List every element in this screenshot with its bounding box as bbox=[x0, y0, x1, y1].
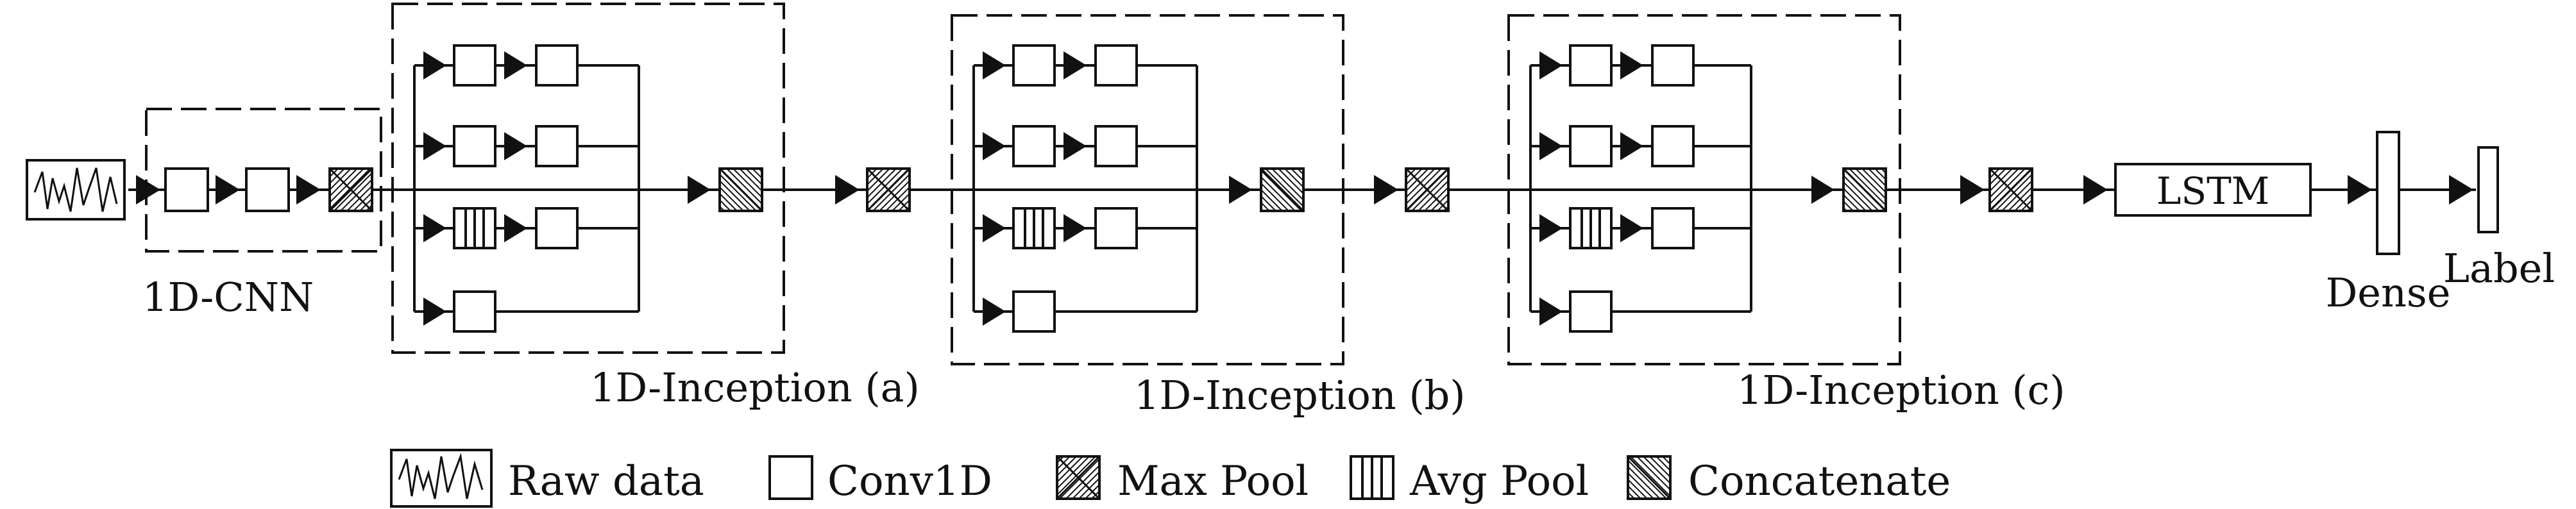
conv1d-block bbox=[1094, 207, 1138, 249]
conv1d-block bbox=[453, 44, 496, 87]
arrow-icon bbox=[1063, 132, 1087, 160]
maxpool-after-c bbox=[1960, 167, 2033, 212]
arrow-icon bbox=[1063, 51, 1087, 79]
arrow-icon bbox=[983, 297, 1006, 326]
inception-dashed-frame bbox=[391, 3, 785, 354]
legend-raw-data-icon bbox=[390, 449, 493, 508]
conv1d-block bbox=[1094, 44, 1138, 87]
conv1d-block bbox=[453, 125, 496, 167]
raw-data-icon bbox=[26, 159, 126, 221]
conv1d-block bbox=[535, 125, 579, 167]
legend-concatenate-icon bbox=[1627, 455, 1672, 500]
avg-pool-block bbox=[1012, 207, 1056, 249]
conv1d-block bbox=[1651, 125, 1695, 167]
arrow-icon bbox=[1620, 51, 1643, 79]
arrow-icon bbox=[136, 175, 160, 204]
conv1d-block bbox=[453, 290, 496, 333]
inception-module-c: 1D-Inception (c) bbox=[1507, 14, 2065, 413]
arrow-icon bbox=[1620, 214, 1643, 242]
arrow-icon bbox=[1620, 132, 1643, 160]
maxpool-between-a-b bbox=[835, 167, 911, 212]
arrow-icon bbox=[1374, 175, 1398, 204]
inception-label-b: 1D-Inception (b) bbox=[1134, 372, 1466, 419]
arrow-icon bbox=[2083, 175, 2108, 204]
cnn-conv1d-1 bbox=[164, 167, 209, 212]
arrow-icon bbox=[1539, 297, 1563, 326]
arrow-icon bbox=[688, 176, 711, 204]
conv1d-block bbox=[535, 207, 579, 249]
dense-label: Dense bbox=[2326, 269, 2451, 316]
cnn-block bbox=[136, 108, 382, 253]
arrow-icon bbox=[1229, 176, 1252, 204]
conv1d-block bbox=[535, 44, 579, 87]
arrow-icon bbox=[423, 297, 446, 326]
arrow-icon bbox=[1539, 132, 1563, 160]
lstm-label: LSTM bbox=[2157, 169, 2269, 213]
arrow-icon bbox=[504, 51, 527, 79]
label-output-label: Label bbox=[2443, 245, 2555, 292]
avg-pool-block bbox=[453, 207, 496, 249]
arrow-icon bbox=[983, 51, 1006, 79]
arrow-icon bbox=[296, 175, 321, 204]
conv1d-block bbox=[1569, 125, 1613, 167]
cnn-conv1d-2 bbox=[245, 167, 290, 212]
conv1d-block bbox=[1012, 125, 1056, 167]
arrow-icon bbox=[216, 175, 240, 204]
conv1d-block bbox=[1651, 44, 1695, 87]
avg-pool-block bbox=[1569, 207, 1613, 249]
arrow-icon bbox=[983, 132, 1006, 160]
legend-conv1d-label: Conv1D bbox=[827, 458, 992, 505]
arrow-icon bbox=[504, 214, 527, 242]
arrow-icon bbox=[504, 132, 527, 160]
arrow-icon bbox=[1811, 176, 1835, 204]
arrow-icon bbox=[1960, 175, 1985, 204]
arrow-icon bbox=[1063, 214, 1087, 242]
dense-layer bbox=[2376, 131, 2400, 255]
arrow-icon bbox=[835, 175, 860, 204]
arrow-icon bbox=[1539, 214, 1563, 242]
legend-max-pool-icon bbox=[1056, 455, 1101, 500]
legend-avg-pool-icon bbox=[1350, 455, 1394, 500]
arrow-icon bbox=[423, 214, 446, 242]
legend-raw-data-label: Raw data bbox=[508, 458, 704, 505]
conv1d-block bbox=[1094, 125, 1138, 167]
inception-dashed-frame bbox=[951, 14, 1344, 365]
inception-dashed-frame bbox=[1507, 14, 1901, 365]
arrow-icon bbox=[983, 214, 1006, 242]
legend-max-pool-label: Max Pool bbox=[1117, 458, 1309, 505]
arrow-icon bbox=[423, 132, 446, 160]
legend: Raw data Conv1D Max Pool Avg Pool Concat… bbox=[390, 449, 1951, 508]
legend-conv1d-icon bbox=[768, 455, 813, 500]
conv1d-block bbox=[1651, 207, 1695, 249]
label-output bbox=[2477, 146, 2499, 233]
inception-module-b: 1D-Inception (b) bbox=[951, 14, 1466, 419]
conv1d-block bbox=[1569, 44, 1613, 87]
maxpool-between-b-c bbox=[1374, 167, 1450, 212]
cnn-dashed-frame bbox=[145, 108, 382, 253]
conv1d-block bbox=[1012, 290, 1056, 333]
legend-avg-pool-label: Avg Pool bbox=[1409, 458, 1589, 505]
conv1d-block bbox=[1012, 44, 1056, 87]
inception-label-c: 1D-Inception (c) bbox=[1737, 367, 2065, 413]
arrow-icon bbox=[423, 51, 446, 79]
arrow-icon bbox=[1539, 51, 1563, 79]
inception-module-a: 1D-Inception (a) bbox=[391, 3, 920, 411]
arrow-icon bbox=[2348, 175, 2372, 204]
legend-concatenate-label: Concatenate bbox=[1688, 458, 1951, 505]
lstm-box bbox=[2114, 163, 2312, 217]
arrow-icon bbox=[2449, 175, 2473, 204]
conv1d-block bbox=[1569, 290, 1613, 333]
cnn-label: 1D-CNN bbox=[142, 274, 314, 321]
inception-label-a: 1D-Inception (a) bbox=[590, 364, 920, 411]
